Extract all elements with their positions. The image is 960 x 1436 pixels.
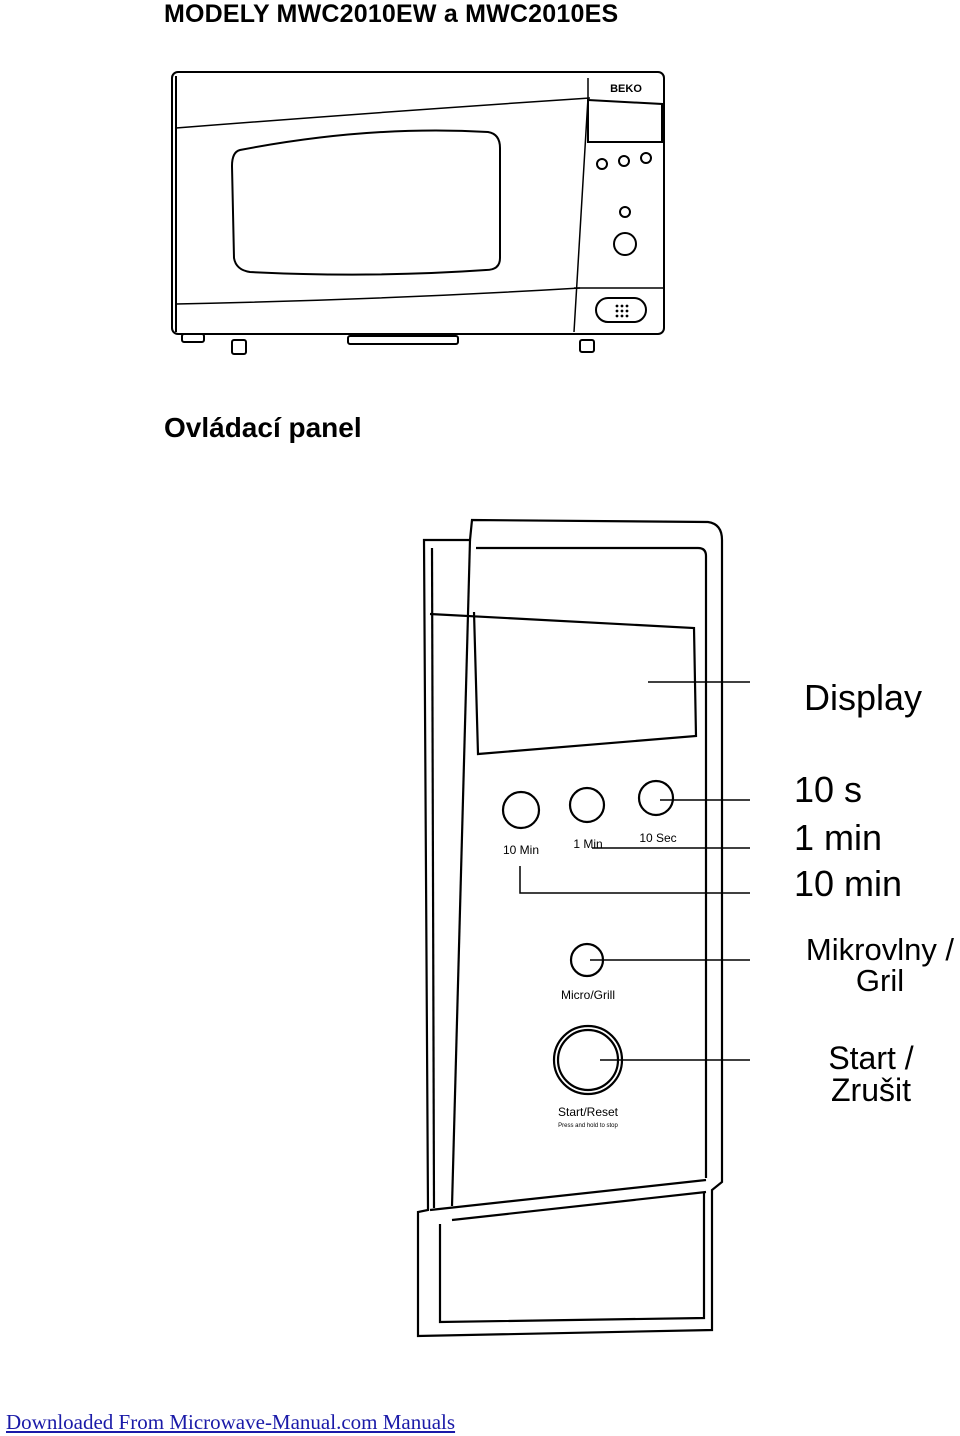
panel-label-10min: 10 Min	[503, 843, 539, 857]
panel-btn-1min	[568, 786, 606, 824]
page-title: MODELY MWC2010EW a MWC2010ES	[164, 0, 619, 28]
panel-label-start: Start/Reset	[558, 1105, 619, 1119]
panel-btn-10min	[501, 790, 541, 830]
callout-micro-line2: Gril	[855, 963, 905, 998]
section-title: Ovládací panel	[164, 412, 362, 443]
panel-label-micro: Micro/Grill	[561, 988, 615, 1002]
panel-label-10sec: 10 Sec	[639, 831, 676, 845]
callout-10min: 10 min	[794, 863, 903, 904]
microwave-front-view: BEKO	[171, 71, 665, 355]
mw-btn-10min	[596, 158, 608, 170]
microwave-body	[171, 71, 665, 335]
callout-start-line1: Start /	[828, 1040, 914, 1076]
control-panel-diagram: 10 Min 1 Min 10 Sec Micro/Grill Start/Re…	[416, 518, 750, 1338]
microwave-brand-logo: BEKO	[610, 83, 642, 95]
callout-10s: 10 s	[794, 769, 863, 810]
mw-btn-10sec	[640, 152, 652, 164]
callout-start-line2: Zrušit	[831, 1072, 911, 1108]
callout-micro-line1: Mikrovlny /	[805, 932, 955, 967]
callout-1min: 1 min	[794, 817, 883, 858]
callout-micro-grill: Mikrovlny / Gril	[802, 934, 958, 996]
panel-btn-10sec	[637, 779, 675, 817]
panel-label-start-sub: Press and hold to stop	[558, 1123, 618, 1129]
door-release-button	[595, 297, 647, 323]
mw-btn-1min	[618, 155, 630, 167]
panel-outline	[416, 518, 724, 1338]
callout-display: Display	[804, 677, 923, 718]
mw-btn-micro	[619, 206, 631, 218]
mw-btn-start	[613, 232, 637, 256]
callout-start-reset: Start / Zrušit	[818, 1042, 924, 1106]
footer-download-link[interactable]: Downloaded From Microwave-Manual.com Man…	[6, 1410, 456, 1434]
microwave-display	[587, 98, 663, 143]
panel-label-1min: 1 Min	[573, 837, 602, 851]
microwave-window	[230, 129, 501, 276]
panel-display-window	[429, 611, 698, 756]
leader-10min	[519, 866, 750, 894]
